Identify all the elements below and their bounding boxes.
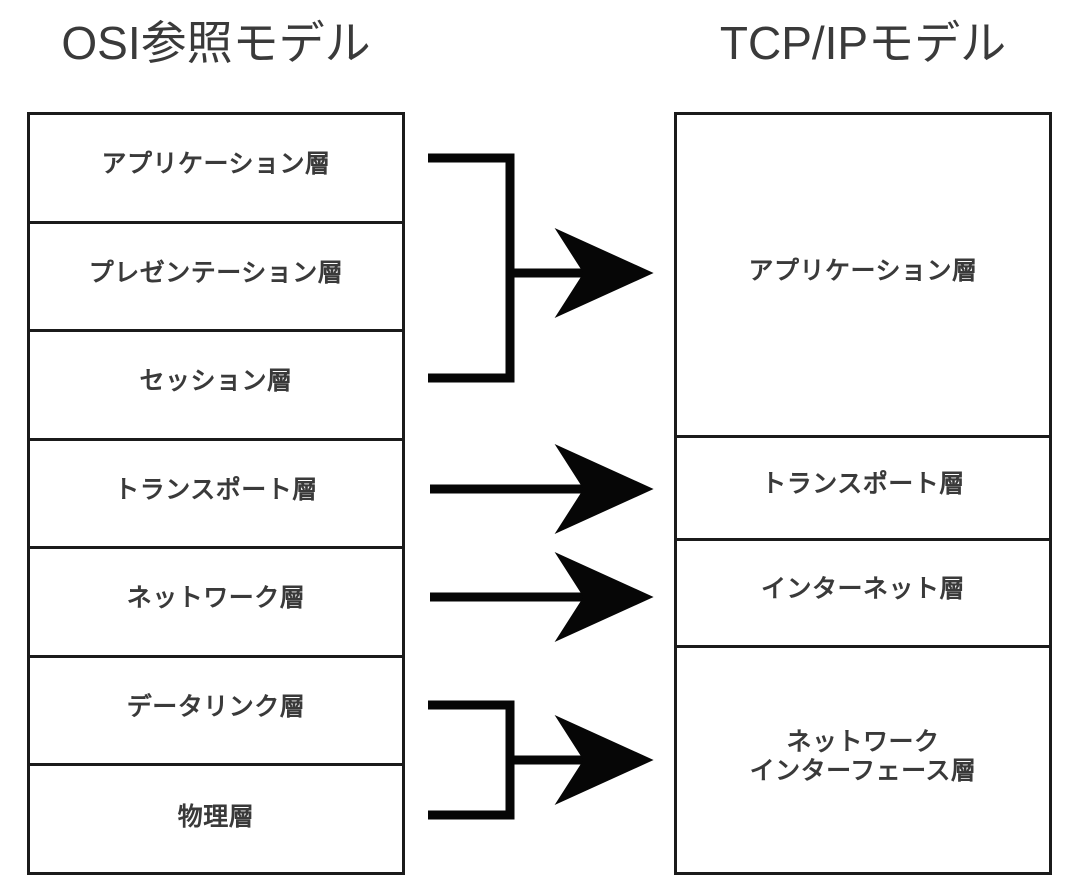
- osi-layer-physical: 物理層: [177, 802, 255, 831]
- page-title-osi: OSI参照モデル: [61, 17, 371, 69]
- tcpip-layer-stack: アプリケーション層 トランスポート層 インターネット層 ネットワーク インターフ…: [674, 112, 1052, 875]
- bracket-network-interface-group: [428, 700, 515, 820]
- osi-layer-network: ネットワーク層: [30, 549, 402, 658]
- osi-layer-session: セッション層: [30, 332, 402, 441]
- tcpip-layer-internet: インターネット層: [677, 541, 1049, 648]
- osi-layer-stack: アプリケーション層 プレゼンテーション層 セッション層 トランスポート層 ネット…: [27, 112, 405, 875]
- osi-layer-application: アプリケーション層: [30, 115, 402, 224]
- bracket-application-group: [428, 153, 515, 383]
- connector-application-group: [428, 153, 654, 383]
- tcpip-layer-network-interface: ネットワーク インターフェース層: [749, 727, 977, 786]
- tcpip-layer-application: アプリケーション層: [677, 115, 1049, 438]
- osi-layer-transport: トランスポート層: [30, 441, 402, 549]
- connector-network-interface-group: [428, 700, 654, 820]
- page-title-tcpip: TCP/IPモデル: [719, 17, 1007, 69]
- osi-layer-datalink: データリンク層: [30, 658, 402, 766]
- osi-layer-presentation: プレゼンテーション層: [30, 224, 402, 332]
- tcpip-layer-transport: トランスポート層: [677, 438, 1049, 541]
